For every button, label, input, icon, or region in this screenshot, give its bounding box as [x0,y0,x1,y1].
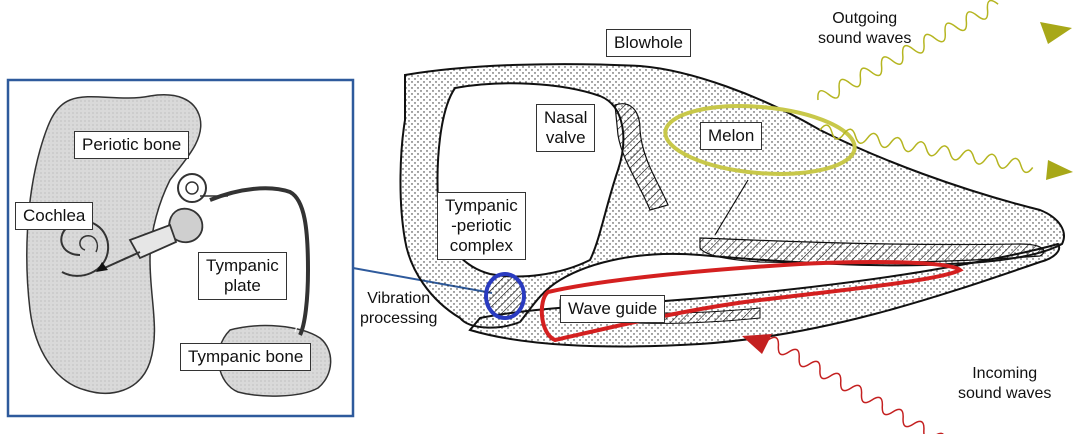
label-tympanic-plate-line2: plate [206,276,279,296]
label-outgoing-line2: sound waves [818,29,911,49]
label-periotic-bone-text: Periotic bone [82,135,181,154]
incoming-wave [765,335,948,434]
label-nasal-valve-line1: Nasal [544,108,587,128]
tympanic-complex-outline [486,274,524,318]
label-periotic-bone: Periotic bone [74,131,189,159]
label-vibration-processing: Vibration processing [360,289,437,329]
label-blowhole-text: Blowhole [614,33,683,52]
label-outgoing-sound-waves: Outgoing sound waves [818,9,911,49]
malleus-ring [178,174,206,202]
label-vibration-line2: processing [360,309,437,329]
incoming-arrowhead [742,334,772,354]
label-vibration-line1: Vibration [360,289,437,309]
label-tympanic-plate: Tympanic plate [198,252,287,300]
label-tpc-line2: -periotic [445,216,518,236]
label-wave-guide: Wave guide [560,295,665,323]
outgoing-arrowhead-lower [1046,160,1073,180]
label-blowhole: Blowhole [606,29,691,57]
label-nasal-valve-line2: valve [544,128,587,148]
label-nasal-valve: Nasal valve [536,104,595,152]
label-incoming-line1: Incoming [958,364,1051,384]
label-melon: Melon [700,122,762,150]
label-tpc-line1: Tympanic [445,196,518,216]
label-tympanic-periotic-complex: Tympanic -periotic complex [437,192,526,260]
label-cochlea: Cochlea [15,202,93,230]
label-tympanic-bone-text: Tympanic bone [188,347,303,366]
label-outgoing-line1: Outgoing [818,9,911,29]
incoming-waves [742,334,948,434]
label-tympanic-bone: Tympanic bone [180,343,311,371]
label-incoming-sound-waves: Incoming sound waves [958,364,1051,404]
outgoing-arrowhead-upper [1040,22,1072,44]
label-incoming-line2: sound waves [958,384,1051,404]
label-tpc-line3: complex [445,236,518,256]
label-tympanic-plate-line1: Tympanic [206,256,279,276]
label-wave-guide-text: Wave guide [568,299,657,318]
label-cochlea-text: Cochlea [23,206,85,225]
label-melon-text: Melon [708,126,754,145]
